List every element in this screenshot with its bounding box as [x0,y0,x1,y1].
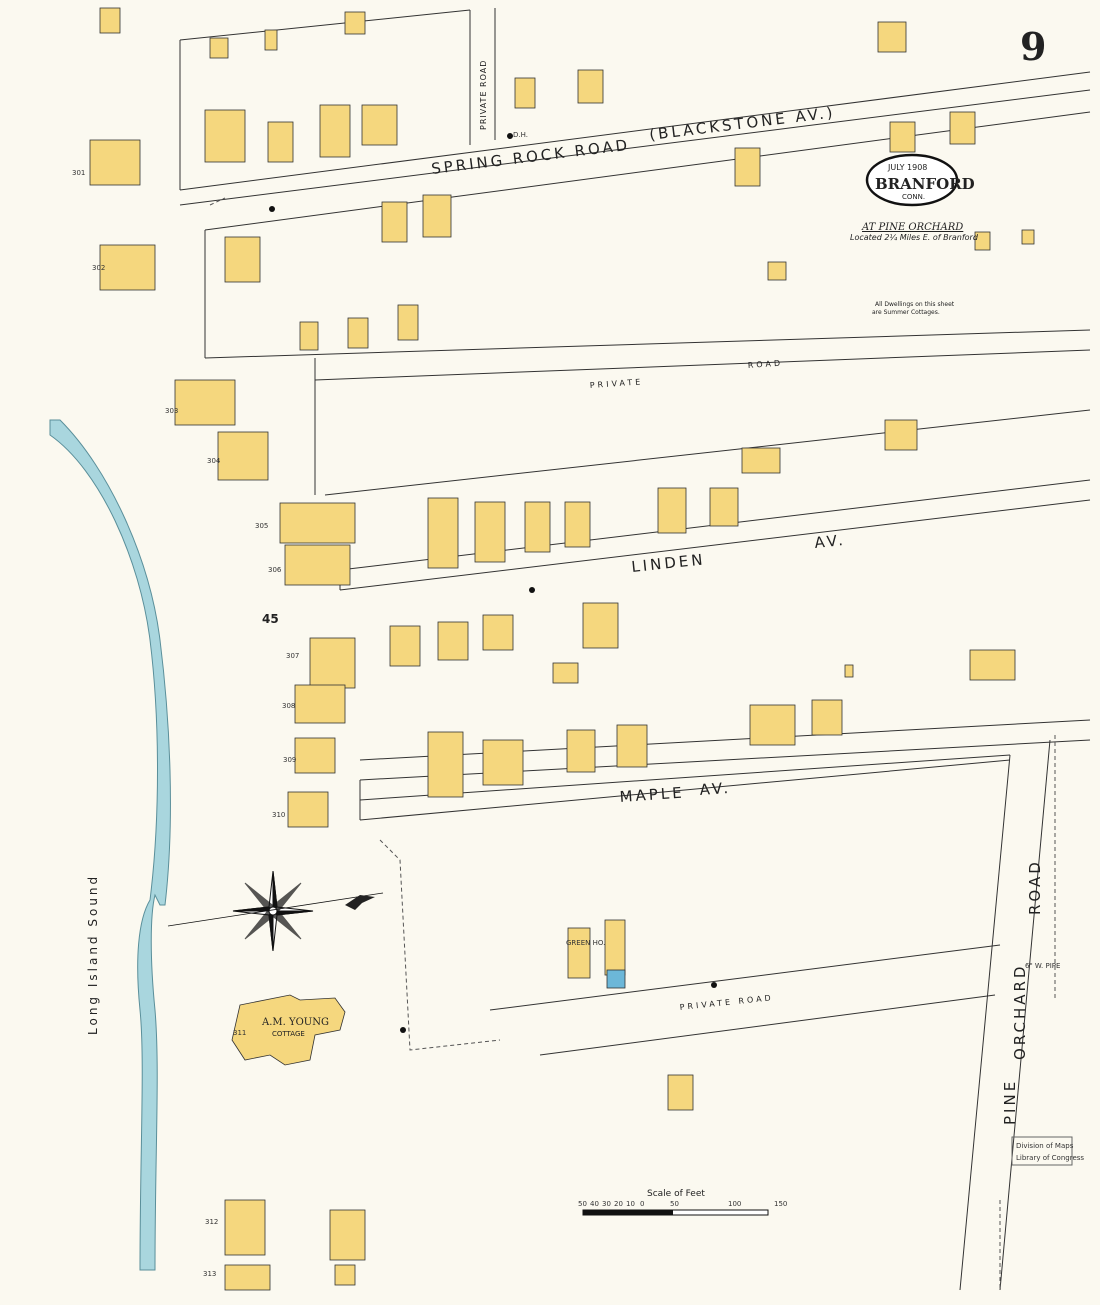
pipe-label: 6" W. PIPE [1025,962,1060,970]
scale-tick-labels: 50 40 30 20 10 0 50 100 150 [578,1200,787,1208]
maple-label: MAPLE [619,783,685,805]
pine-orchard-road-label-2: ORCHARD [1011,964,1029,1060]
house-number: 308 [282,702,295,710]
stamp-line-2: Library of Congress [1016,1154,1084,1162]
water-label: Long Island Sound [86,874,100,1035]
title-cartouche [865,153,959,207]
compass-rose-icon [167,870,384,952]
title-town: BRANFORD [875,175,975,193]
maple-av-label: AV. [699,779,732,799]
dh-label: D.H. [513,131,528,139]
private-road-top-label-2: ROAD [748,359,784,370]
cottage-name: A.M. YOUNG [261,1017,329,1028]
scale-bar [582,1209,769,1216]
scale-tick: 50 [670,1200,679,1208]
adjacent-sheet-number: 45 [262,612,279,626]
house-number: 304 [207,457,221,465]
private-road-top-label: PRIVATE [590,377,644,390]
house-number: 303 [165,407,178,415]
scale-tick: 20 [614,1200,623,1208]
hydrant-icon [269,206,275,212]
private-road-bottom-label: PRIVATE ROAD [679,993,774,1012]
library-stamp: Division of Maps Library of Congress [1011,1136,1084,1166]
house-number: 305 [255,522,268,530]
brick-outbuilding [606,969,626,989]
cottage-sub: COTTAGE [272,1030,305,1038]
house-number: 306 [268,566,282,574]
north-arrow-icon [345,895,375,910]
note-line-2: are Summer Cottages. [872,309,940,316]
scale-tick: 40 [590,1200,599,1208]
spring-rock-road-label: SPRING ROCK ROAD [430,136,631,178]
scale-tick: 100 [728,1200,741,1208]
am-young-cottage [231,994,346,1066]
house-number-labels: 301 302 303 304 305 306 307 308 309 310 … [72,169,299,1278]
location-name: AT PINE ORCHARD [861,222,963,233]
pipe-lines [209,197,1056,1290]
scale-tick: 0 [640,1200,644,1208]
long-island-sound-water [49,419,171,1271]
hydrant-icon [400,1027,406,1033]
hydrant-icon [529,587,535,593]
house-number: 313 [203,1270,216,1278]
blackstone-av-label: (BLACKSTONE AV.) [648,103,836,144]
house-number: 310 [272,811,285,819]
scale-tick: 150 [774,1200,787,1208]
pine-orchard-road-label-1: PINE [1001,1079,1019,1125]
scale-tick: 30 [602,1200,611,1208]
scale-tick: 50 [578,1200,587,1208]
hydrant-icon [711,982,717,988]
hydrant-icon [507,133,513,139]
location-detail: Located 2¼ Miles E. of Branford [850,233,979,242]
house-number: 307 [286,652,299,660]
house-number: 301 [72,169,85,177]
scale-tick: 10 [626,1200,635,1208]
stamp-line-1: Division of Maps [1016,1142,1074,1150]
page-number: 9 [1020,24,1046,69]
title-date: JULY 1908 [887,163,927,172]
house-number: 312 [205,1218,218,1226]
pine-orchard-road-label-3: ROAD [1026,859,1044,915]
buildings [89,7,1035,1291]
green-house-label: GREEN HO. [566,939,605,947]
linden-av-label: AV. [814,531,847,552]
note-line-1: All Dwellings on this sheet [875,301,955,308]
house-number: 309 [283,756,296,764]
scale-title: Scale of Feet [647,1189,705,1199]
house-number: 311 [233,1029,246,1037]
house-number: 302 [92,264,105,272]
title-state: CONN. [902,193,925,201]
private-road-vertical-label: PRIVATE ROAD [479,60,488,130]
